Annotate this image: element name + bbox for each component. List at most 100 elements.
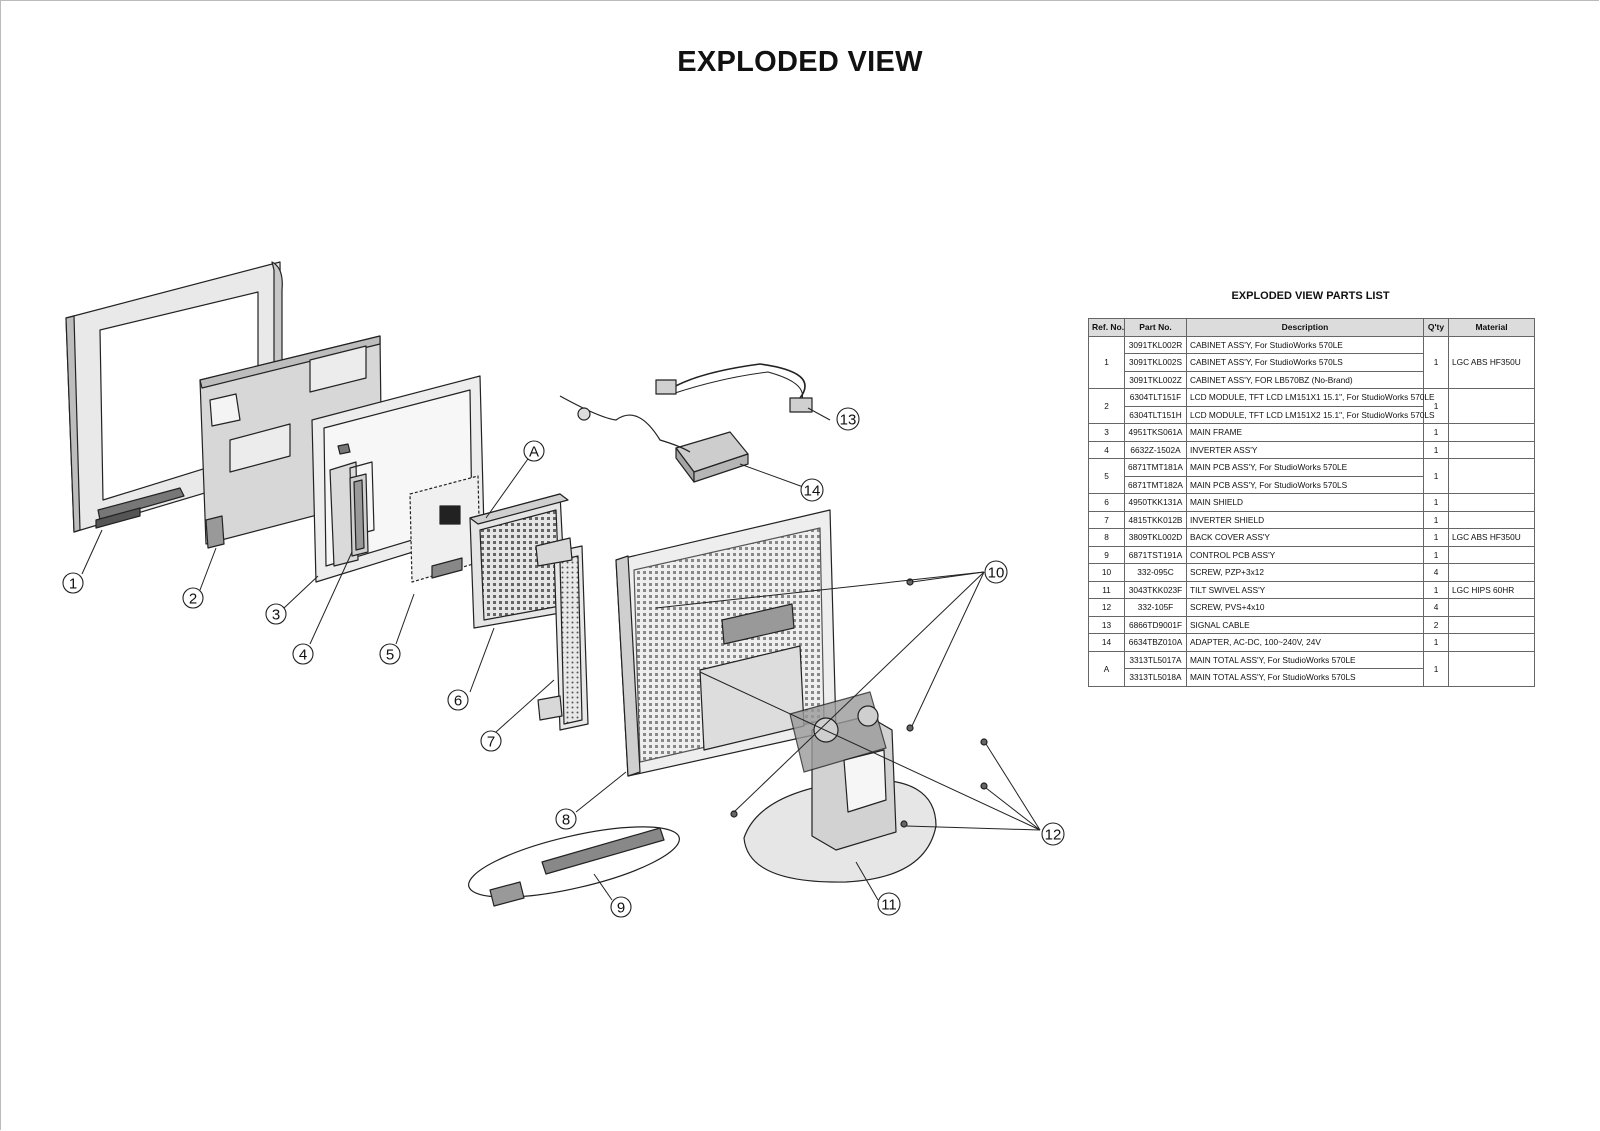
description-cell: CONTROL PCB ASS'Y (1186, 545, 1424, 564)
material-cell (1448, 423, 1535, 442)
callout-6: 6 (447, 689, 469, 711)
callout-5: 5 (379, 643, 401, 665)
callout-10: 10 (984, 560, 1008, 584)
description-cell: CABINET ASS'Y, FOR LB570BZ (No-Brand) (1186, 370, 1424, 389)
svg-text:7: 7 (487, 734, 495, 751)
svg-text:13: 13 (840, 412, 857, 429)
part-no-cell: 3313TL5017A (1124, 650, 1187, 669)
description-cell: MAIN PCB ASS'Y, For StudioWorks 570LE (1186, 458, 1424, 477)
material-cell: LGC HIPS 60HR (1448, 580, 1535, 599)
material-cell (1448, 633, 1535, 652)
callout-12: 12 (1041, 822, 1065, 846)
part-no-cell: 6871TMT181A (1124, 458, 1187, 477)
description-cell: SCREW, PVS+4x10 (1186, 598, 1424, 617)
ref-no-cell: 9 (1088, 545, 1125, 564)
description-cell: TILT SWIVEL ASS'Y (1186, 580, 1424, 599)
header-description: Description (1186, 318, 1424, 337)
ref-no-cell: 7 (1088, 510, 1125, 529)
material-cell (1448, 545, 1535, 564)
header-part-no: Part No. (1124, 318, 1187, 337)
ref-no-cell: 8 (1088, 528, 1125, 547)
part-no-cell: 332-095C (1124, 563, 1187, 582)
description-cell: BACK COVER ASS'Y (1186, 528, 1424, 547)
part-no-cell: 3043TKK023F (1124, 580, 1187, 599)
callout-13: 13 (836, 407, 860, 431)
svg-text:4: 4 (299, 647, 307, 664)
material-cell (1448, 458, 1535, 494)
svg-text:10: 10 (988, 565, 1005, 582)
svg-text:5: 5 (386, 647, 394, 664)
screws (730, 578, 988, 828)
part-no-cell: 3091TKL002S (1124, 353, 1187, 372)
callout-1: 1 (62, 572, 84, 594)
qty-cell: 1 (1423, 545, 1449, 564)
qty-cell: 1 (1423, 458, 1449, 494)
description-cell: CABINET ASS'Y, For StudioWorks 570LS (1186, 353, 1424, 372)
ref-no-cell: 12 (1088, 598, 1125, 617)
inverter-part (349, 473, 369, 557)
part-no-cell: 3091TKL002R (1124, 335, 1187, 354)
main-pcb-part (409, 475, 481, 583)
parts-list-table: Ref. No. Part No. Description Q'ty Mater… (1088, 318, 1535, 687)
description-cell: LCD MODULE, TFT LCD LM151X2 15.1", For S… (1186, 405, 1435, 424)
part-no-cell: 6304TLT151H (1124, 405, 1187, 424)
parts-list-header-row: Ref. No. Part No. Description Q'ty Mater… (1088, 318, 1535, 337)
description-cell: MAIN SHIELD (1186, 493, 1424, 512)
material-cell (1448, 493, 1535, 512)
description-cell: CABINET ASS'Y, For StudioWorks 570LE (1186, 335, 1424, 354)
callout-14: 14 (800, 478, 824, 502)
description-cell: SIGNAL CABLE (1186, 615, 1424, 634)
material-cell (1448, 440, 1535, 459)
qty-cell: 1 (1423, 633, 1449, 652)
control-pcb-part (468, 826, 680, 907)
tilt-swivel-part (743, 691, 937, 883)
svg-text:6: 6 (454, 693, 462, 710)
inverter-shield-part (535, 537, 589, 731)
callout-8: 8 (555, 808, 577, 830)
qty-cell: 1 (1423, 388, 1449, 424)
header-ref-no: Ref. No. (1088, 318, 1125, 337)
svg-text:12: 12 (1045, 827, 1062, 844)
material-cell: LGC ABS HF350U (1448, 528, 1535, 547)
ref-no-cell: 6 (1088, 493, 1125, 512)
part-no-cell: 4951TKS061A (1124, 423, 1187, 442)
part-no-cell: 3809TKL002D (1124, 528, 1187, 547)
ref-no-cell: 11 (1088, 580, 1125, 599)
ref-no-cell: 2 (1088, 388, 1125, 424)
svg-text:2: 2 (189, 591, 197, 608)
part-no-cell: 3313TL5018A (1124, 668, 1187, 687)
qty-cell: 1 (1423, 335, 1449, 389)
description-cell: MAIN PCB ASS'Y, For StudioWorks 570LS (1186, 475, 1424, 494)
parts-list-title: EXPLODED VIEW PARTS LIST (1231, 290, 1390, 302)
ref-no-cell: 4 (1088, 440, 1125, 459)
qty-cell: 1 (1423, 528, 1449, 547)
description-cell: ADAPTER, AC-DC, 100~240V, 24V (1186, 633, 1424, 652)
part-no-cell: 6304TLT151F (1124, 388, 1187, 407)
material-cell: LGC ABS HF350U (1448, 335, 1535, 389)
callout-7: 7 (480, 730, 502, 752)
ref-no-cell: 10 (1088, 563, 1125, 582)
description-cell: MAIN TOTAL ASS'Y, For StudioWorks 570LE (1186, 650, 1424, 669)
description-cell: INVERTER ASS'Y (1186, 440, 1424, 459)
header-material: Material (1448, 318, 1535, 337)
page-title: EXPLODED VIEW (677, 46, 923, 78)
callout-3: 3 (265, 603, 287, 625)
qty-cell: 4 (1423, 563, 1449, 582)
part-no-cell: 4815TKK012B (1124, 510, 1187, 529)
